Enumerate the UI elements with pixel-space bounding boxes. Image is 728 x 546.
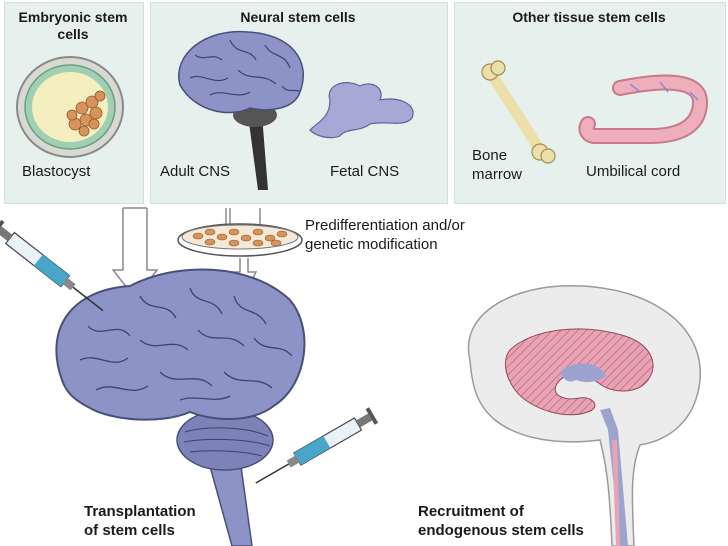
other-tissue-title: Other tissue stem cells xyxy=(512,9,666,25)
neural-title: Neural stem cells xyxy=(240,9,356,25)
transplant-brain-icon xyxy=(55,268,306,546)
fetal-cns-label: Fetal CNS xyxy=(330,163,400,180)
embryonic-title: Embryonic stem cells xyxy=(18,9,128,42)
bone-icon xyxy=(481,60,556,164)
fetal-cns-icon xyxy=(309,82,414,139)
umbilical-cord-icon xyxy=(578,74,709,144)
transplantation-label: Transplantation of stem cells xyxy=(84,503,196,539)
umbilical-cord-label: Umbilical cord xyxy=(586,163,681,180)
bone-marrow-label: Bone marrow xyxy=(472,147,523,183)
adult-cns-label: Adult CNS xyxy=(160,163,231,180)
blastocyst-icon xyxy=(16,56,124,158)
predifferentiation-label: Predifferentiation and/or genetic modifi… xyxy=(305,217,465,253)
adult-brain-icon xyxy=(178,30,305,190)
petri-dish-icon xyxy=(177,223,303,257)
sagittal-brain-icon xyxy=(467,285,701,546)
syringe-top-icon xyxy=(0,219,104,312)
other-tissue-panel xyxy=(454,2,726,204)
syringe-bottom-icon xyxy=(255,407,379,484)
recruitment-label: Recruitment of endogenous stem cells xyxy=(418,503,584,539)
blastocyst-label: Blastocyst xyxy=(22,163,91,180)
